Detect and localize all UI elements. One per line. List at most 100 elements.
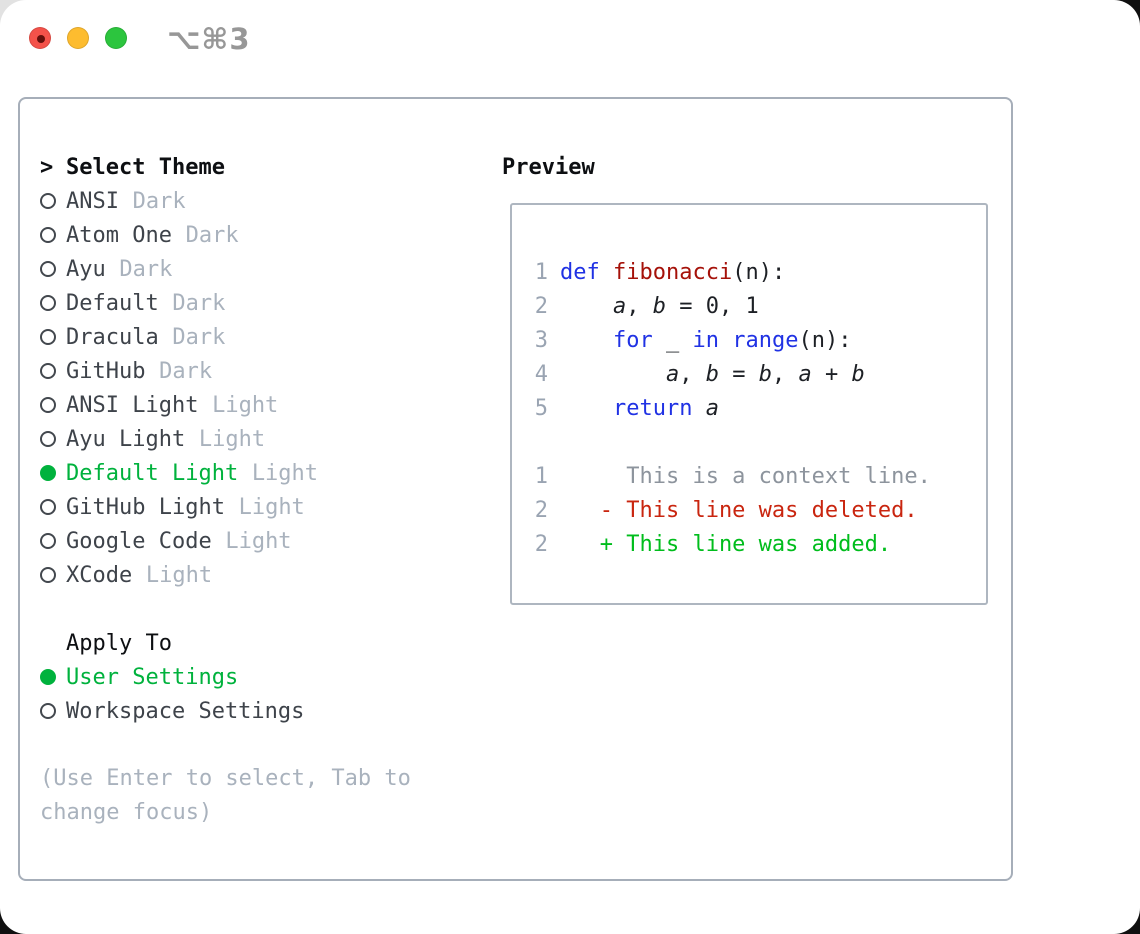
- line-number: 2: [534, 497, 548, 523]
- theme-item-label: GitHub: [66, 358, 146, 384]
- theme-item-label: Ayu: [66, 256, 106, 282]
- code-text: def fibonacci(n):: [560, 260, 785, 285]
- radio-icon: [40, 329, 56, 345]
- theme-item-label: Google Code: [66, 528, 212, 554]
- token-kw: def: [560, 259, 600, 285]
- diff-line: 2 + This line was added.: [534, 527, 986, 561]
- apply-option[interactable]: Workspace Settings: [40, 694, 470, 728]
- token-kw: return: [612, 395, 693, 421]
- radio-gutter: [40, 533, 66, 549]
- token-pl: [560, 328, 613, 353]
- theme-variant-tag: Dark: [172, 324, 226, 350]
- code-line: 3 for _ in range(n):: [534, 323, 986, 357]
- token-var: b: [851, 361, 865, 387]
- close-button[interactable]: [29, 27, 51, 49]
- theme-variant-tag: Light: [238, 494, 305, 520]
- theme-item-label: Default: [66, 290, 159, 316]
- radio-icon: [40, 363, 56, 379]
- radio-gutter: [40, 363, 66, 379]
- radio-gutter: [40, 193, 66, 209]
- token-var: b: [758, 361, 772, 387]
- radio-icon: [40, 703, 56, 719]
- radio-gutter: [40, 669, 66, 685]
- token-kw: range: [732, 327, 799, 353]
- theme-variant-tag: Light: [225, 528, 292, 554]
- apply-option[interactable]: User Settings: [40, 660, 470, 694]
- apply-option-label: User Settings: [66, 664, 239, 690]
- theme-variant-tag: Light: [212, 392, 279, 418]
- theme-variant-tag: Dark: [185, 222, 239, 248]
- theme-item[interactable]: Atom One Dark: [40, 218, 470, 252]
- radio-gutter: [40, 329, 66, 345]
- token-fn: fibonacci: [613, 259, 733, 285]
- radio-icon: [40, 397, 56, 413]
- theme-variant-tag: Light: [198, 426, 266, 452]
- token-kw: for: [612, 327, 653, 353]
- theme-item-label: GitHub Light: [66, 494, 225, 520]
- theme-item[interactable]: Ayu Light Light: [40, 422, 470, 456]
- radio-icon: [40, 193, 56, 209]
- token-var: b: [705, 361, 719, 387]
- theme-item[interactable]: Default Light Light: [40, 456, 470, 490]
- token-pl: +: [811, 361, 852, 387]
- caret-icon: >: [40, 154, 54, 180]
- token-pl: (n):: [732, 259, 786, 285]
- theme-variant-tag: Light: [145, 562, 213, 588]
- line-number: 1: [534, 463, 548, 489]
- diff-added-text: + This line was added.: [560, 531, 892, 557]
- theme-item[interactable]: Dracula Dark: [40, 320, 470, 354]
- token-var: a: [705, 395, 719, 421]
- theme-item-label: Ayu Light: [66, 426, 186, 452]
- diff-deleted-text: - This line was deleted.: [560, 497, 918, 523]
- radio-selected-icon: [40, 465, 56, 481]
- radio-icon: [40, 499, 56, 515]
- theme-item-label: Atom One: [66, 222, 172, 248]
- selection-caret-gutter: >: [40, 155, 66, 180]
- radio-selected-icon: [40, 669, 56, 685]
- radio-gutter: [40, 261, 66, 277]
- diff-line: 2 - This line was deleted.: [534, 493, 986, 527]
- theme-item-label: Dracula: [66, 324, 159, 350]
- theme-item[interactable]: Ayu Dark: [40, 252, 470, 286]
- radio-icon: [40, 533, 56, 549]
- theme-item[interactable]: Google Code Light: [40, 524, 470, 558]
- token-pl: (n):: [798, 327, 852, 353]
- apply-to-header: Apply To: [40, 626, 470, 660]
- radio-gutter: [40, 397, 66, 413]
- code-text: for _ in range(n):: [560, 328, 851, 353]
- radio-gutter: [40, 499, 66, 515]
- token-kw: in: [692, 327, 719, 353]
- keyboard-shortcut: ⌥⌘3: [167, 22, 251, 56]
- minimize-button[interactable]: [67, 27, 89, 49]
- code-line: 1 def fibonacci(n):: [534, 255, 986, 289]
- theme-item-label: Default Light: [66, 460, 239, 486]
- token-var: a: [612, 293, 627, 319]
- line-number: 1: [534, 259, 548, 285]
- radio-icon: [40, 431, 56, 447]
- token-pl: = 0, 1: [665, 293, 759, 319]
- code-text: a, b = 0, 1: [560, 294, 759, 319]
- theme-variant-tag: Dark: [119, 256, 173, 282]
- line-number: 4: [534, 361, 548, 387]
- token-var: a: [798, 361, 812, 387]
- radio-gutter: [40, 295, 66, 311]
- line-number: 3: [534, 327, 548, 353]
- zoom-button[interactable]: [105, 27, 127, 49]
- theme-item[interactable]: GitHub Light Light: [40, 490, 470, 524]
- traffic-lights: [29, 27, 127, 49]
- token-pl: [692, 396, 705, 421]
- theme-section-header: > Select Theme: [40, 150, 470, 184]
- radio-gutter: [40, 465, 66, 481]
- theme-variant-tag: Light: [251, 460, 319, 486]
- token-pl: =: [718, 361, 759, 387]
- token-pl: [560, 396, 613, 421]
